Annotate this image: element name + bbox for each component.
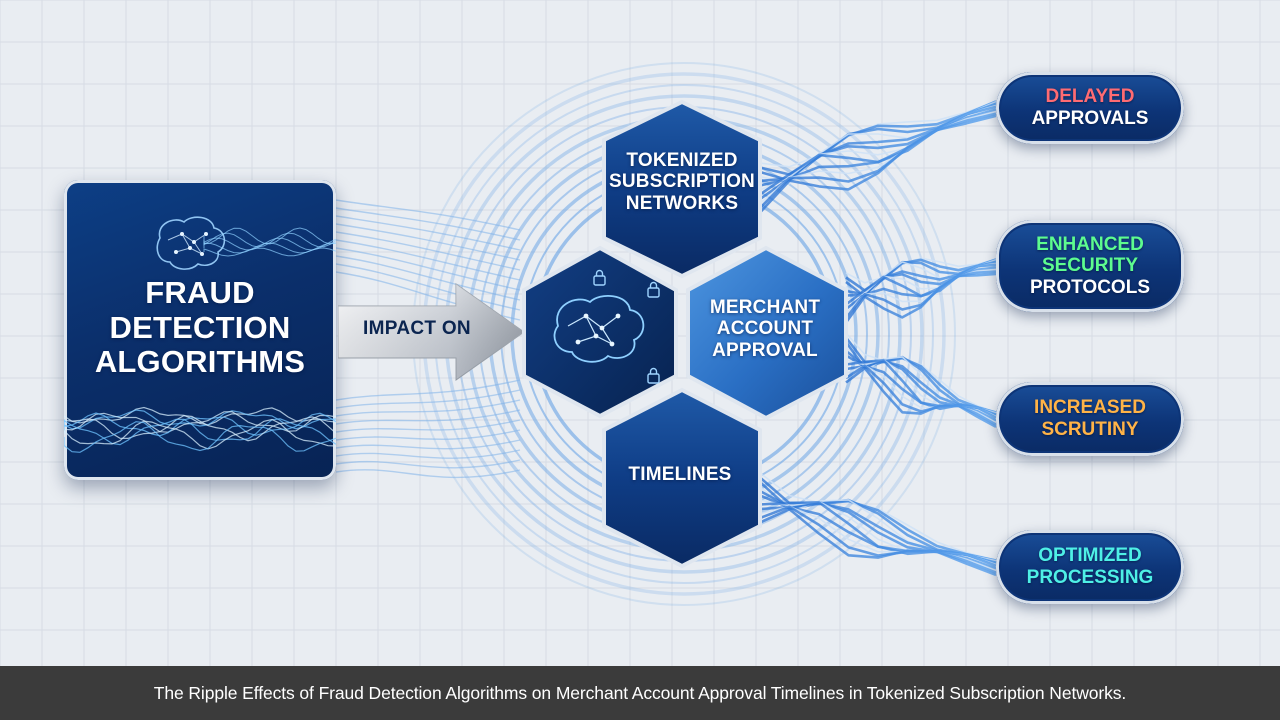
- hexagon-merchant-label: MERCHANT ACCOUNT APPROVAL: [680, 297, 850, 361]
- flow-line: [335, 439, 521, 450]
- source-title-line: DETECTION: [109, 309, 291, 345]
- flow-line: [335, 379, 521, 401]
- wave-strand: [844, 272, 997, 324]
- hexagon-brain: [522, 245, 678, 419]
- flow-line: [335, 223, 521, 261]
- flow-line: [335, 469, 521, 479]
- outcome-wave-ribbons: [759, 100, 997, 577]
- outcome-line: ENHANCED: [1036, 233, 1144, 255]
- hexagon-cluster: [522, 99, 848, 569]
- outcome-optimized-processing: OPTIMIZED PROCESSING: [996, 530, 1184, 604]
- card-wave: [64, 412, 336, 437]
- source-title-line: FRAUD: [145, 275, 255, 310]
- flow-line: [335, 263, 521, 311]
- outcome-line: SECURITY: [1041, 255, 1139, 277]
- outcome-line: INCREASED: [1034, 397, 1146, 419]
- caption-bar: The Ripple Effects of Fraud Detection Al…: [0, 666, 1280, 720]
- wave-strand: [845, 332, 997, 414]
- flow-line: [335, 389, 521, 409]
- wave-strand: [759, 100, 997, 168]
- wave-strand: [759, 505, 997, 574]
- source-card-art: [64, 216, 336, 453]
- hexagon-label-line: MERCHANT: [709, 297, 821, 318]
- hexagon-merchant: [686, 245, 848, 421]
- flow-line: [335, 419, 521, 433]
- padlock-icon: [647, 367, 660, 384]
- flow-line: [335, 255, 521, 301]
- wave-strand: [844, 270, 997, 319]
- fraud-detection-card: FRAUD DETECTION ALGORITHMS: [64, 180, 336, 480]
- wave-strand: [759, 472, 997, 562]
- outcome-enhanced-security: ENHANCED SECURITY PROTOCOLS: [996, 220, 1184, 312]
- flow-line: [335, 231, 521, 271]
- wave-strand: [759, 112, 997, 209]
- flow-line: [335, 207, 521, 241]
- card-wave: [64, 418, 336, 450]
- impact-label: IMPACT ON: [363, 318, 471, 339]
- hexagon-label-line: ACCOUNT: [716, 318, 814, 340]
- flow-line: [335, 239, 521, 281]
- outcome-line: APPROVALS: [1031, 108, 1149, 129]
- hexagon-timelines: [602, 387, 762, 569]
- flow-line: [335, 399, 521, 417]
- outcome-line: OPTIMIZED: [1038, 545, 1142, 567]
- hexagon-label-line: TIMELINES: [628, 464, 732, 485]
- hexagon-tokenized: [602, 99, 762, 279]
- outcome-line: PROCESSING: [1026, 567, 1154, 588]
- flow-line: [335, 409, 521, 425]
- brain-network-icon: [553, 295, 645, 363]
- hexagon-label-line: APPROVAL: [712, 339, 818, 361]
- wave-strand: [845, 364, 997, 426]
- outcome-line: PROTOCOLS: [1030, 276, 1150, 298]
- outcome-line: DELAYED: [1045, 86, 1135, 108]
- hexagon-label-line: NETWORKS: [625, 192, 739, 214]
- card-wave: [64, 409, 336, 430]
- source-flow-lines: [335, 199, 521, 479]
- outcome-delayed-approvals: DELAYED APPROVALS: [996, 72, 1184, 144]
- outcome-line: SCRUTINY: [1041, 419, 1139, 440]
- wave-strand: [845, 257, 997, 284]
- card-wave: [64, 421, 336, 453]
- diagram-stage: FRAUD DETECTION ALGORITHMS IMPACT ON: [0, 0, 1280, 666]
- flow-line: [335, 449, 521, 459]
- wave-strand: [759, 114, 997, 214]
- caption-text: The Ripple Effects of Fraud Detection Al…: [153, 682, 1127, 703]
- padlock-icon: [647, 281, 660, 298]
- card-wave: [64, 418, 336, 446]
- wave-strand: [759, 507, 997, 577]
- flow-line: [335, 247, 521, 291]
- source-title-line: ALGORITHMS: [94, 344, 306, 380]
- source-title: FRAUD DETECTION ALGORITHMS: [64, 275, 336, 380]
- flow-line: [335, 429, 521, 441]
- hexagon-label-line: TOKENIZED: [626, 150, 738, 171]
- brain-network-icon: [156, 216, 226, 270]
- hexagon-timelines-label: TIMELINES: [596, 464, 764, 485]
- flow-line: [335, 215, 521, 251]
- hexagon-tokenized-label: TOKENIZED SUBSCRIPTION NETWORKS: [594, 150, 770, 214]
- impact-arrow: [338, 283, 525, 381]
- outcome-increased-scrutiny: INCREASED SCRUTINY: [996, 382, 1184, 456]
- hexagon-label-line: SUBSCRIPTION: [609, 171, 755, 193]
- wave-strand: [845, 366, 997, 429]
- flow-line: [335, 459, 521, 469]
- padlock-icon: [593, 269, 606, 286]
- card-wave: [203, 232, 336, 248]
- flow-line: [335, 199, 521, 231]
- card-wave: [203, 247, 336, 257]
